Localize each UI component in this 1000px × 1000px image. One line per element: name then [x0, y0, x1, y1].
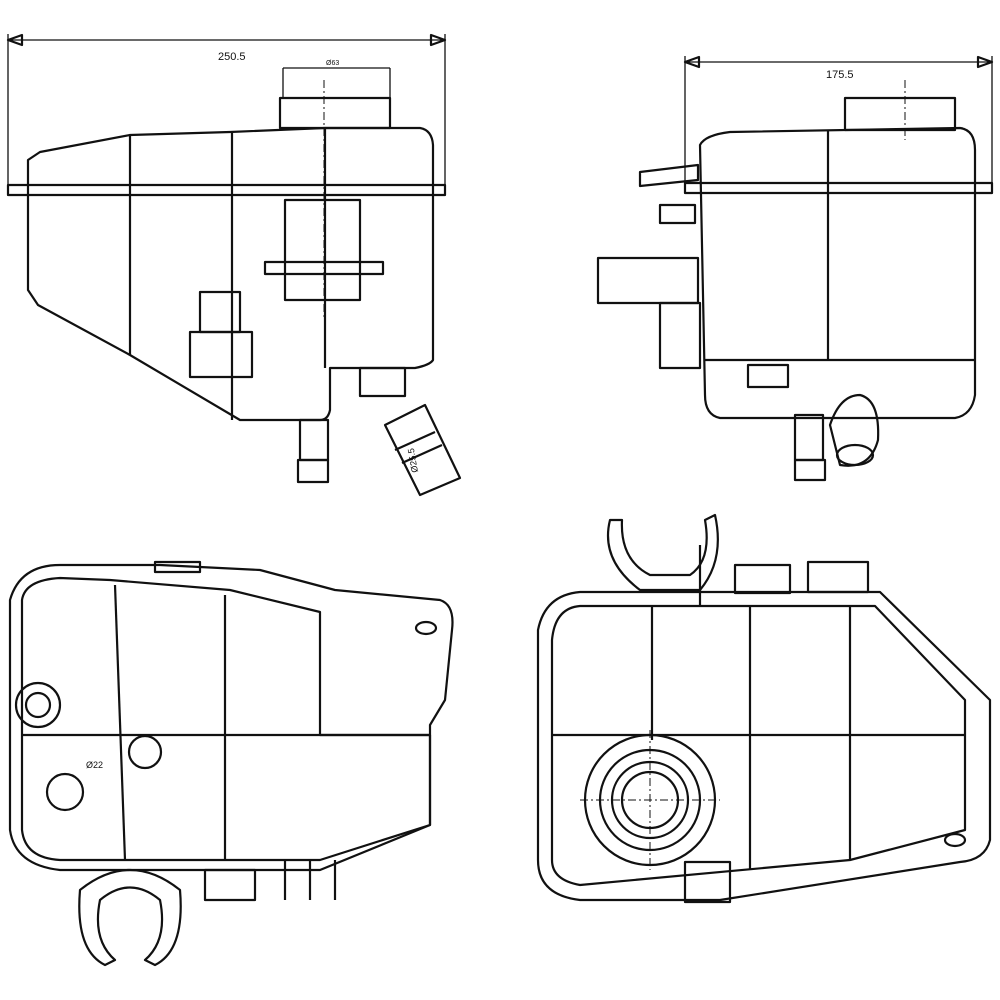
bracket — [658, 203, 697, 225]
seam-flange — [6, 183, 447, 197]
port-dimension-label: Ø22 — [86, 760, 103, 770]
bottom-stud — [793, 413, 825, 462]
mounting-hole — [414, 620, 438, 636]
connector — [596, 256, 700, 305]
outlet-opening — [835, 443, 875, 467]
top-view-left: Ø22 — [8, 560, 454, 967]
vent-port — [14, 681, 62, 729]
connector-port — [45, 772, 85, 812]
bottom-stud — [298, 418, 330, 462]
pipe-band — [394, 430, 436, 452]
mounting-clip — [78, 869, 182, 967]
clip — [746, 363, 790, 389]
connector-base — [188, 330, 254, 379]
front-view: 250.5 Ø63 Ø25.5 — [6, 33, 462, 497]
sensor-mount — [283, 198, 362, 302]
mounting-hole — [943, 832, 967, 848]
connector — [733, 563, 792, 595]
bottom-nut — [793, 458, 827, 482]
side-width-label: 175.5 — [826, 69, 854, 81]
tank-outline — [8, 563, 454, 872]
tank-body — [698, 126, 977, 420]
tank-inner-outline — [550, 604, 967, 887]
clip — [358, 366, 407, 398]
top-view-right — [536, 513, 992, 904]
side-view: 175.5 — [596, 55, 994, 482]
vent-port-inner — [24, 691, 52, 719]
pipe-band — [401, 443, 443, 465]
seam-flange — [683, 181, 994, 195]
vent-nipple — [638, 163, 700, 188]
outlet-pipe — [383, 403, 462, 497]
connector-base — [658, 301, 702, 370]
rib — [113, 584, 127, 861]
bottom-nut — [296, 458, 330, 484]
mounting-clip — [606, 513, 719, 592]
sensor-port — [127, 734, 163, 770]
dimension-arrows — [6, 33, 447, 47]
outlet-dimension-label: Ø25.5 — [406, 447, 420, 473]
tank-outline — [536, 590, 992, 902]
dimension-arrows — [683, 55, 994, 69]
tab — [153, 560, 202, 574]
cap-dimension-label: Ø63 — [326, 60, 339, 67]
connector — [806, 560, 870, 594]
filler-cap — [843, 96, 957, 132]
outlet-port — [828, 393, 880, 467]
bottom-clip — [683, 860, 732, 904]
connector-clip — [203, 868, 257, 902]
width-dimension-label: 250.5 — [218, 51, 246, 63]
connector — [198, 290, 242, 334]
filler-cap — [278, 96, 392, 130]
